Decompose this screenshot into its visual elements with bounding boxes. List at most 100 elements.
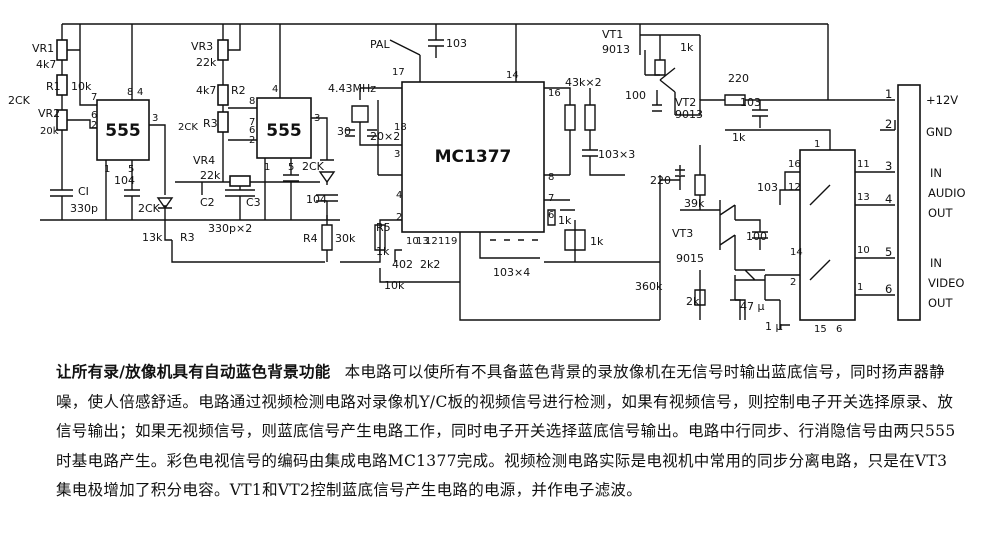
svg-text:1k: 1k xyxy=(376,245,390,258)
svg-text:6: 6 xyxy=(249,125,255,136)
svg-text:AUDIO: AUDIO xyxy=(928,186,966,200)
svg-text:10: 10 xyxy=(406,236,419,247)
circuit-schematic: 555 7 8 2 6 1 5 3 4 VR1 4k7 R1 10k VR2 2… xyxy=(8,23,966,335)
svg-text:R3: R3 xyxy=(203,117,218,130)
svg-text:104: 104 xyxy=(306,193,327,206)
svg-text:VIDEO: VIDEO xyxy=(928,276,964,290)
svg-text:2CK: 2CK xyxy=(178,122,198,133)
electronic-switch: 1 16 12 11 13 14 2 10 1 15 6 xyxy=(725,129,895,335)
svg-text:13: 13 xyxy=(416,236,429,247)
svg-text:4: 4 xyxy=(396,190,402,201)
svg-text:330p: 330p xyxy=(70,202,98,215)
svg-text:5: 5 xyxy=(128,164,134,175)
svg-text:22k: 22k xyxy=(196,56,217,69)
description-body: 本电路可以使所有不具备蓝色背景的录放像机在无信号时输出蓝底信号，同时扬声器静噪，… xyxy=(56,363,956,499)
svg-text:1k: 1k xyxy=(680,41,694,54)
svg-text:C2: C2 xyxy=(200,196,215,209)
svg-text:9013: 9013 xyxy=(675,108,703,121)
svg-text:103: 103 xyxy=(740,96,761,109)
svg-text:2CK: 2CK xyxy=(8,94,31,107)
svg-text:9: 9 xyxy=(451,236,457,247)
svg-text:30k: 30k xyxy=(335,232,356,245)
svg-text:103×4: 103×4 xyxy=(493,266,530,279)
svg-text:39k: 39k xyxy=(684,197,705,210)
svg-text:1k: 1k xyxy=(732,131,746,144)
svg-text:GND: GND xyxy=(926,125,953,139)
svg-text:VR3: VR3 xyxy=(191,40,213,53)
svg-text:4: 4 xyxy=(137,87,143,98)
svg-text:100: 100 xyxy=(625,89,646,102)
vr3-resistor xyxy=(217,39,229,61)
svg-text:VR1: VR1 xyxy=(32,42,54,55)
svg-text:7: 7 xyxy=(91,92,97,103)
svg-text:103×3: 103×3 xyxy=(598,148,635,161)
svg-text:OUT: OUT xyxy=(928,206,953,220)
r2-resistor xyxy=(217,84,229,106)
svg-text:12: 12 xyxy=(425,236,438,247)
svg-text:330p×2: 330p×2 xyxy=(208,222,252,235)
svg-text:VT3: VT3 xyxy=(672,227,693,240)
svg-text:20×2: 20×2 xyxy=(370,130,400,143)
svg-text:2: 2 xyxy=(91,120,97,131)
svg-text:10: 10 xyxy=(857,245,870,256)
ic3-name: MC1377 xyxy=(435,147,512,167)
svg-text:4k7: 4k7 xyxy=(196,84,216,97)
svg-text:6: 6 xyxy=(885,282,892,296)
svg-text:12: 12 xyxy=(788,182,801,193)
svg-text:220: 220 xyxy=(728,72,749,85)
svg-text:14: 14 xyxy=(790,247,803,258)
svg-text:VR2: VR2 xyxy=(38,107,60,120)
svg-text:VT2: VT2 xyxy=(675,96,696,109)
power-rail xyxy=(62,23,895,101)
svg-text:1k: 1k xyxy=(558,214,572,227)
svg-text:104: 104 xyxy=(114,174,135,187)
svg-text:6: 6 xyxy=(91,110,97,121)
svg-text:1: 1 xyxy=(814,139,820,150)
svg-text:1: 1 xyxy=(885,87,892,101)
svg-text:22k: 22k xyxy=(200,169,221,182)
svg-text:3: 3 xyxy=(394,149,400,160)
svg-text:1: 1 xyxy=(857,282,863,293)
vt1-vt2-filter: VT1 9013 1k 100 VT2 9013 220 103 xyxy=(602,24,828,128)
svg-text:R1: R1 xyxy=(46,80,61,93)
circuit-description: 让所有录/放像机具有自动蓝色背景功能本电路可以使所有不具备蓝色背景的录放像机在无… xyxy=(56,357,961,506)
svg-text:8: 8 xyxy=(249,96,255,107)
svg-text:2k2: 2k2 xyxy=(420,258,440,271)
svg-text:3: 3 xyxy=(885,159,892,173)
svg-text:5: 5 xyxy=(885,245,892,259)
svg-text:10k: 10k xyxy=(71,80,92,93)
mc1377-components: PAL 103 4.43MHz 30 20×2 R5 1k 402 2k2 10… xyxy=(328,24,660,321)
svg-text:47 μ: 47 μ xyxy=(740,300,765,313)
svg-text:43k×2: 43k×2 xyxy=(565,76,602,89)
description-title: 让所有录/放像机具有自动蓝色背景功能 xyxy=(56,362,331,381)
svg-text:13k: 13k xyxy=(142,231,163,244)
svg-text:VR4: VR4 xyxy=(193,154,215,167)
svg-text:2: 2 xyxy=(790,277,796,288)
svg-text:100: 100 xyxy=(746,230,767,243)
svg-text:2: 2 xyxy=(396,212,402,223)
svg-text:11: 11 xyxy=(857,159,870,170)
svg-text:1 μ: 1 μ xyxy=(765,320,783,333)
svg-text:1: 1 xyxy=(104,164,110,175)
svg-text:9013: 9013 xyxy=(602,43,630,56)
svg-text:2CK: 2CK xyxy=(302,160,325,173)
svg-text:6: 6 xyxy=(836,324,842,335)
svg-text:220: 220 xyxy=(650,174,671,187)
svg-text:PAL: PAL xyxy=(370,38,390,51)
svg-text:7: 7 xyxy=(548,193,554,204)
svg-text:3: 3 xyxy=(152,113,158,124)
svg-text:11: 11 xyxy=(438,236,451,247)
vr4-resistor xyxy=(229,175,251,187)
svg-text:10k: 10k xyxy=(384,279,405,292)
svg-text:6: 6 xyxy=(548,210,554,221)
svg-text:1k: 1k xyxy=(590,235,604,248)
vr1-resistor xyxy=(56,39,68,61)
svg-text:1: 1 xyxy=(264,162,270,173)
svg-text:9015: 9015 xyxy=(676,252,704,265)
svg-text:8: 8 xyxy=(548,172,554,183)
svg-text:+12V: +12V xyxy=(926,93,958,107)
svg-text:R2: R2 xyxy=(231,84,246,97)
svg-text:13: 13 xyxy=(857,192,870,203)
svg-text:16: 16 xyxy=(548,88,561,99)
timer1-components: VR1 4k7 R1 10k VR2 20k 2CK CI 330p 104 2… xyxy=(8,24,340,263)
